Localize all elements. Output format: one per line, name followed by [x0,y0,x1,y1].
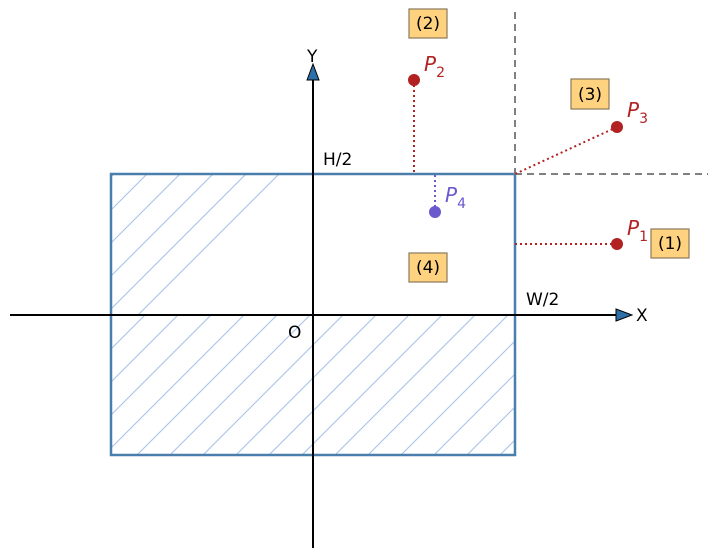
h-half-label: H/2 [323,150,352,170]
svg-text:(4): (4) [416,258,440,278]
region-box-4: (4) [408,252,448,283]
y-axis-label: Y [306,47,318,67]
p3-projection [514,126,618,175]
point-p3-label: P3 [627,98,648,127]
svg-text:(3): (3) [578,85,602,105]
region-box-2: (2) [408,8,448,39]
hatch-top-left [111,174,280,315]
region-box-1: (1) [650,228,690,259]
point-p1-label: P1 [627,216,648,245]
point-p2-label: P2 [424,52,445,81]
origin-label: O [288,323,301,343]
point-p4-label: P4 [445,183,466,212]
point-p1 [611,238,623,250]
point-p3 [611,121,623,133]
hatch-bottom [111,315,515,455]
x-axis-label: X [636,306,648,326]
point-p4 [429,206,441,218]
region-box-3: (3) [570,78,610,110]
x-axis-arrow [615,308,634,322]
w-half-label: W/2 [526,290,559,310]
svg-text:(2): (2) [416,14,440,34]
svg-text:(1): (1) [658,234,682,254]
y-axis-arrow [306,62,320,81]
point-p2 [408,74,420,86]
